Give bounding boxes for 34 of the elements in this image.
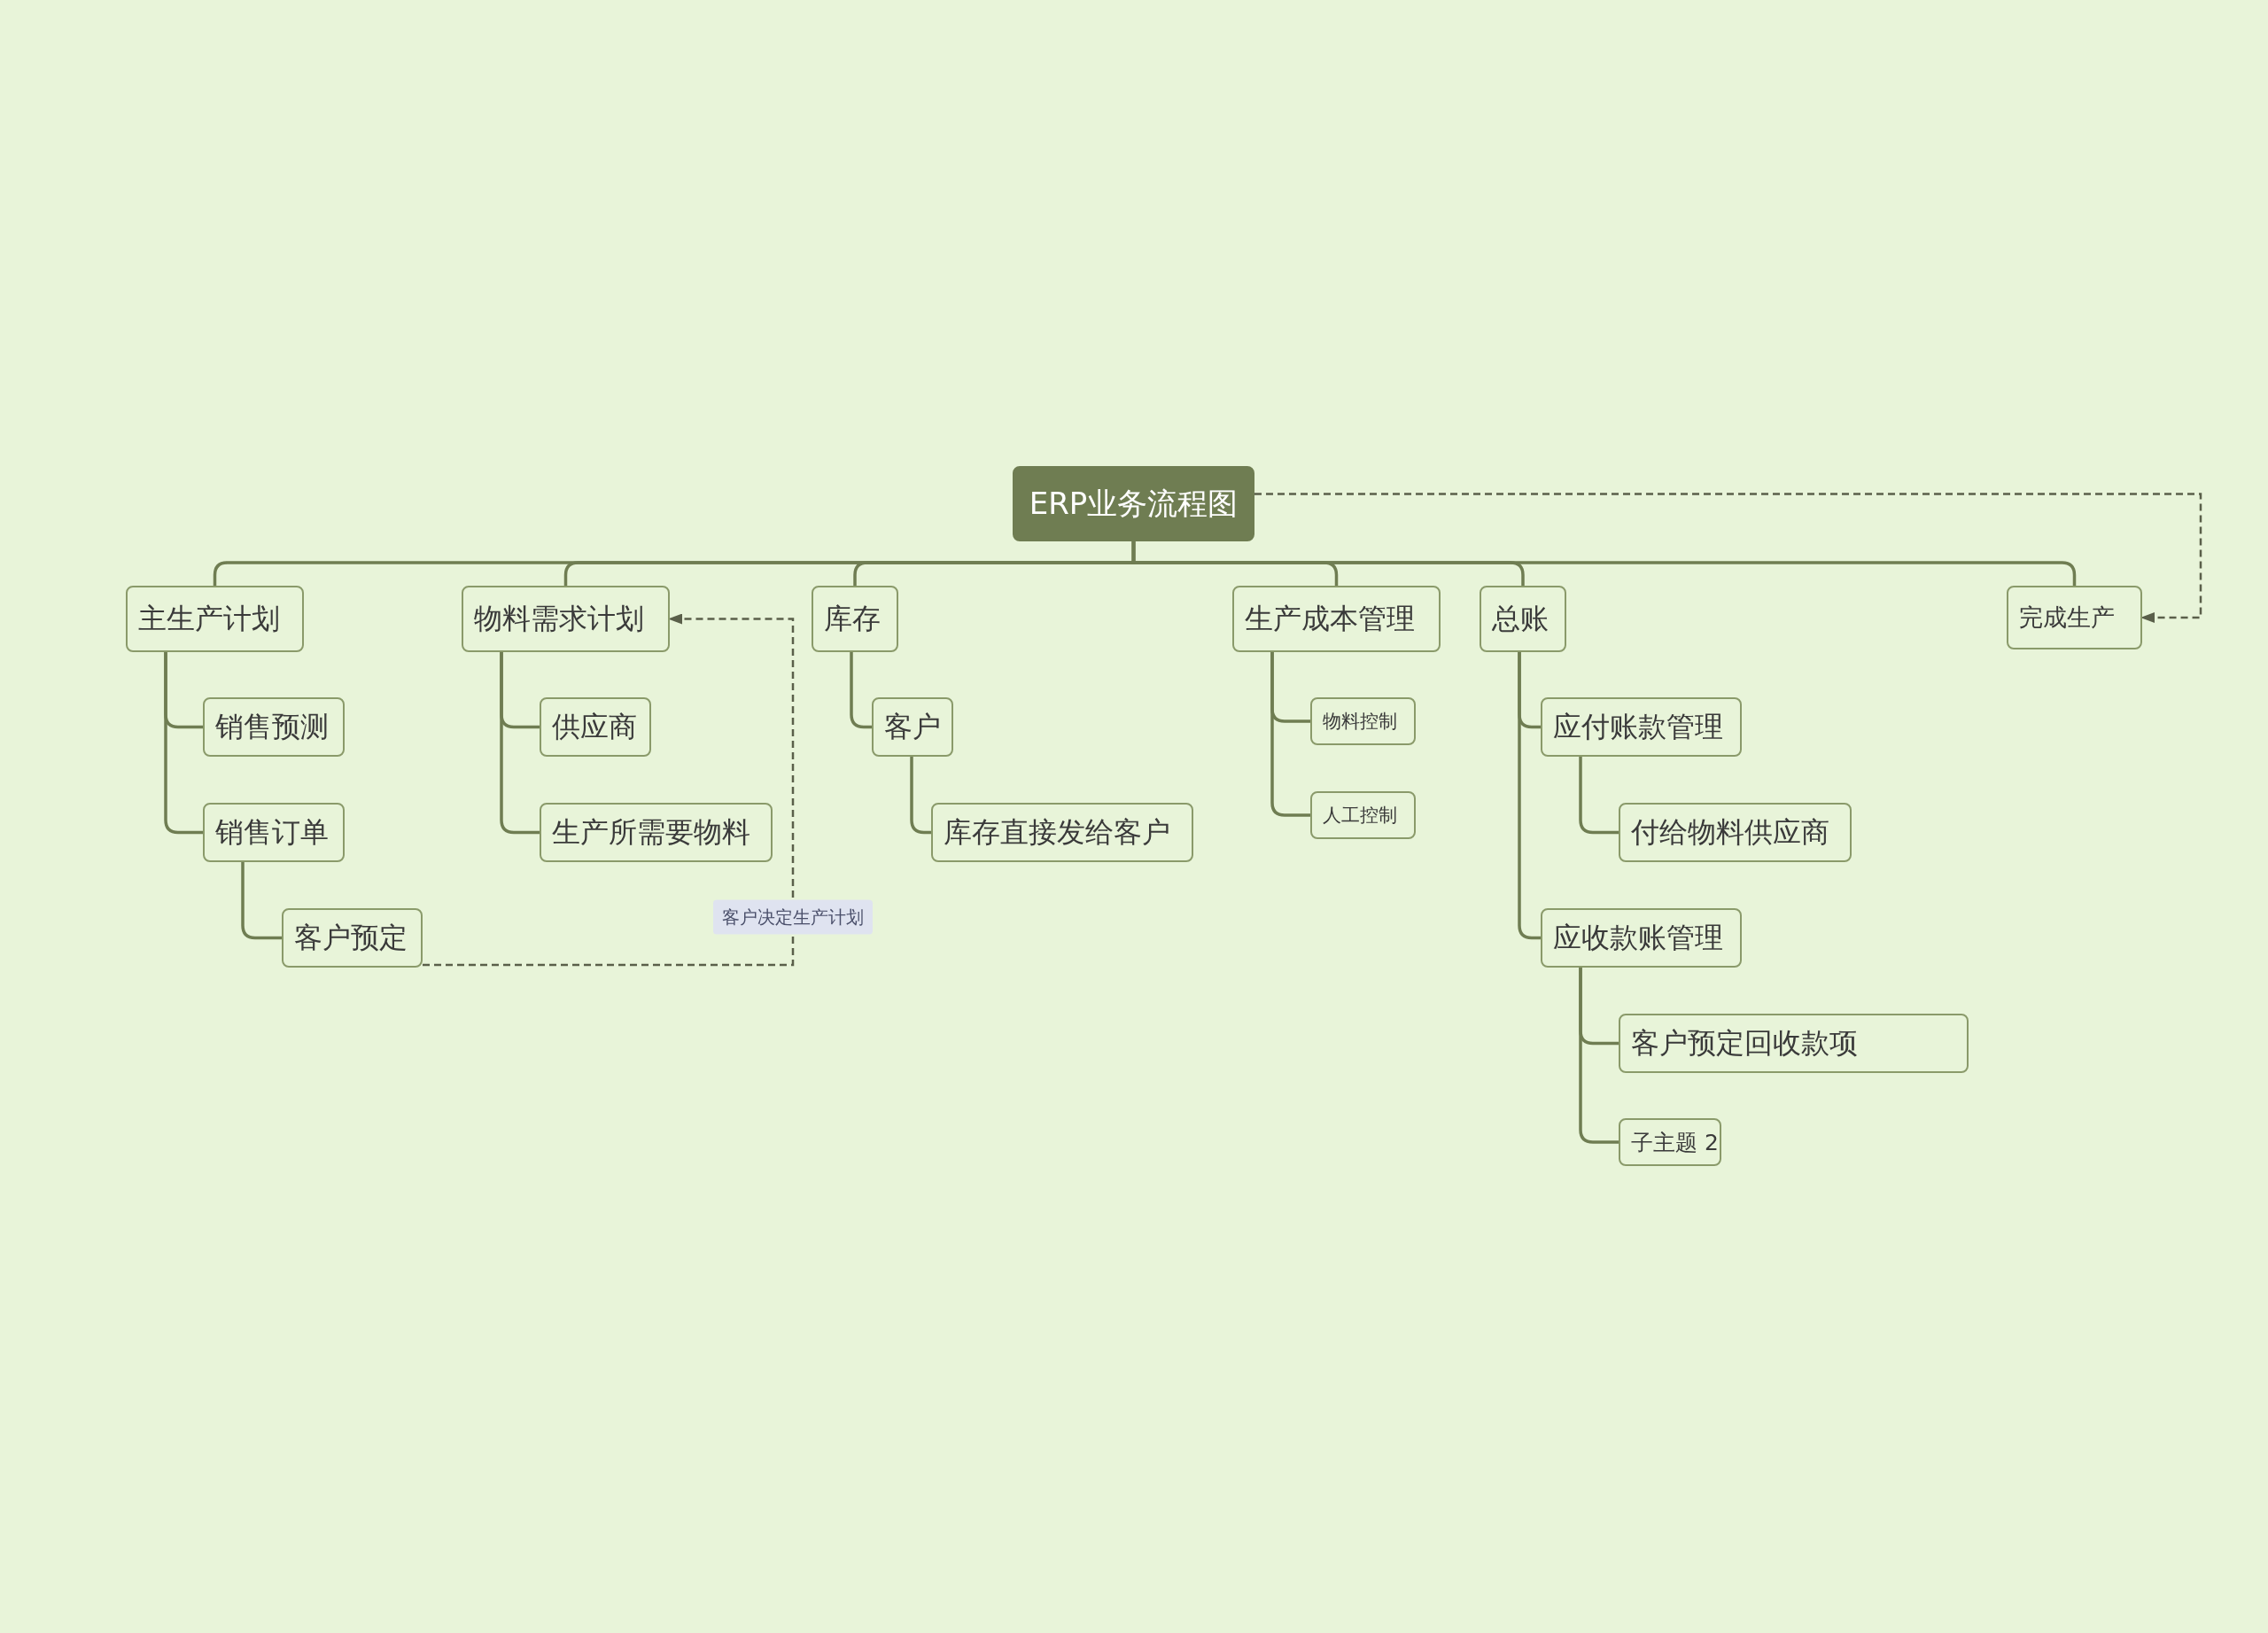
topic-box: 应收款账管理 [1541,908,1742,968]
topic-box: 应付账款管理 [1541,697,1742,757]
connector-line [1518,652,1541,940]
topic-box: 总账 [1480,586,1566,652]
topic-box: 库存 [812,586,898,652]
topic-box: 客户 [872,697,953,757]
topic-box: 供应商 [540,697,651,757]
edge-label: 客户决定生产计划 [713,899,873,935]
topic-box: 客户预定 [282,908,423,968]
topic-box: 销售预测 [203,697,345,757]
topic-box: 人工控制 [1310,791,1416,839]
arrow [1254,493,2202,623]
connector-line [910,757,931,835]
connector-line [850,652,872,729]
root-topic-box: ERP业务流程图 [1013,466,1254,541]
topic-box: 子主题 2 [1619,1118,1721,1166]
topic-box: 库存直接发给客户 [931,803,1193,862]
topic-box: 生产成本管理 [1232,586,1441,652]
topic-box: 生产所需要物料 [540,803,773,862]
connector-line [1579,968,1619,1144]
connector-line [1131,541,2077,586]
topic-box: 客户预定回收款项 [1619,1014,1969,1073]
topic-box: 物料控制 [1310,697,1416,745]
connector-line [241,862,282,940]
topic-box: 主生产计划 [126,586,304,652]
connector-line [500,652,540,835]
topic-box: 完成生产 [2007,586,2142,649]
connector-line [1270,652,1310,817]
topic-box: 物料需求计划 [462,586,670,652]
arrow [423,613,795,967]
connector-line [1579,757,1619,835]
topic-box: 付给物料供应商 [1619,803,1852,862]
topic-box: 销售订单 [203,803,345,862]
connector-line [164,652,203,835]
